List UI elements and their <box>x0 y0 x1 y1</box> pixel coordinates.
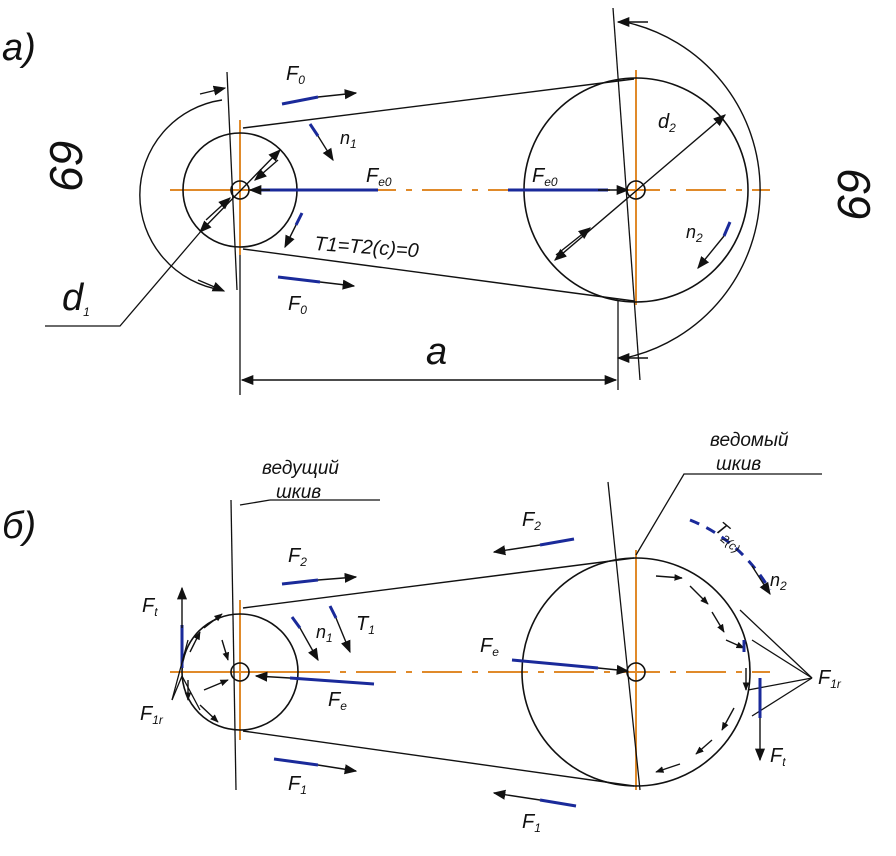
F2-top-label: F2 <box>522 509 541 533</box>
belt-lower-a <box>242 248 635 302</box>
F1-bottom-arrow <box>317 764 358 775</box>
d2-label: d2 <box>658 111 676 135</box>
center-distance-label: a <box>426 331 447 373</box>
driving-pulley-caption-1: ведущий <box>262 458 339 479</box>
belt-upper-a <box>242 78 635 129</box>
F2-upper-label: F2 <box>288 545 307 569</box>
driven-pulley-b <box>521 557 751 787</box>
Ft-right-label: Ft <box>770 745 786 769</box>
Ft-left-label: Ft <box>142 595 158 619</box>
d1-leader <box>45 229 203 327</box>
driving-pulley-caption-2: шкив <box>276 482 321 503</box>
n2-label-b: n2 <box>770 570 787 593</box>
belt-lower-b <box>242 730 635 787</box>
wrap-angle-left-label: 69 <box>40 141 92 192</box>
F1r-left-label: F1r <box>140 703 164 727</box>
F0-bottom-label: F0 <box>288 293 307 317</box>
Fe0-right-label: Fe0 <box>532 165 558 189</box>
d1-label: d1 <box>62 277 90 319</box>
T1-label-b: T1 <box>356 613 375 637</box>
diameter-d1-line <box>199 149 281 233</box>
Fe-left-arrow <box>254 671 291 682</box>
part-b: б) ведущий шкив ведомый шкив F2 F2 <box>2 430 842 835</box>
n1-arrow-a <box>317 135 334 162</box>
driven-pulley-caption-2: шкив <box>716 454 761 475</box>
wrap-angle-arc-left <box>139 99 223 291</box>
T1-arrow-a <box>284 224 297 249</box>
Fe0-left-label: Fe0 <box>366 165 392 189</box>
part-b-label: б) <box>2 505 36 547</box>
n1-label-a: n1 <box>340 128 357 151</box>
Fe-left-label: Fe <box>328 689 347 713</box>
n1-arrow-b <box>299 627 319 662</box>
n1-label-b: n1 <box>316 622 333 645</box>
F0-top-label: F0 <box>286 63 305 87</box>
F0-top-arrow <box>317 89 358 100</box>
F1-bottom-label: F1 <box>288 773 307 797</box>
torque-equation: T1=T2(c)=0 <box>314 233 420 262</box>
belt-upper-b <box>242 557 635 609</box>
part-a-label: а) <box>2 27 36 69</box>
T2c-label: T2(c) <box>710 518 749 556</box>
driven-pulley-caption-1: ведомый <box>710 430 789 451</box>
n2-arrow-a <box>697 235 725 269</box>
F1-lower-arrow <box>492 789 541 801</box>
Fe-right-arrow <box>597 664 630 675</box>
part-a: а) 69 69 d2 d1 <box>2 7 880 395</box>
driving-pulley-b <box>181 613 299 731</box>
wrap-angle-arc-right <box>624 21 761 359</box>
F1r-right-label: F1r <box>818 667 842 691</box>
F2-top-arrow <box>492 544 541 556</box>
wrap-angle-right-label: 69 <box>828 168 880 219</box>
Fe-right-label: Fe <box>480 635 499 659</box>
F2-upper-arrow <box>317 572 358 583</box>
n2-label-a: n2 <box>686 222 703 245</box>
T2c-arrow <box>751 565 771 596</box>
F0-bottom-arrow <box>319 279 356 290</box>
F1-lower-label: F1 <box>522 811 541 835</box>
section-line-left-a <box>226 71 238 291</box>
T1-arrow-b <box>335 617 351 654</box>
